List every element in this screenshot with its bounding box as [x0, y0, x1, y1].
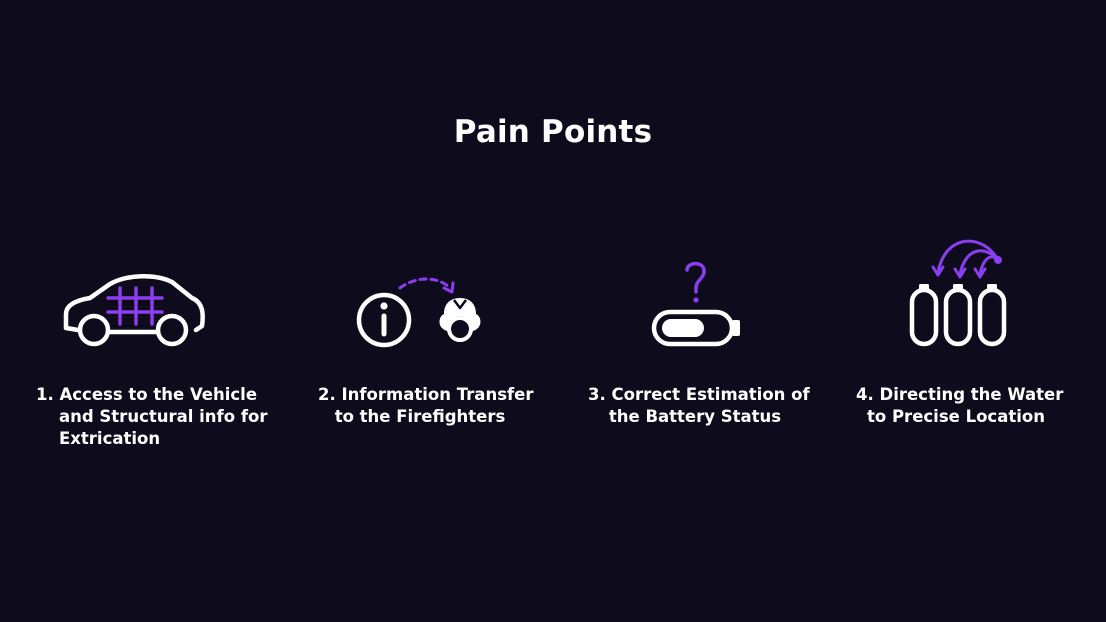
pain-point-1-label: 1. Access to the Vehicle and Structural …: [36, 385, 268, 448]
info-to-firefighter-icon: [356, 277, 481, 348]
water-cells-icon: [909, 239, 1007, 347]
car-grid-icon: [63, 274, 205, 347]
pain-point-3-label: 3. Correct Estimation of the Battery Sta…: [588, 385, 810, 426]
pain-point-4-label: 4. Directing the Water to Precise Locati…: [856, 385, 1064, 426]
battery-question-icon: [651, 261, 740, 347]
pain-point-2-label: 2. Information Transfer to the Firefight…: [318, 385, 534, 426]
page-title: Pain Points: [453, 114, 653, 150]
